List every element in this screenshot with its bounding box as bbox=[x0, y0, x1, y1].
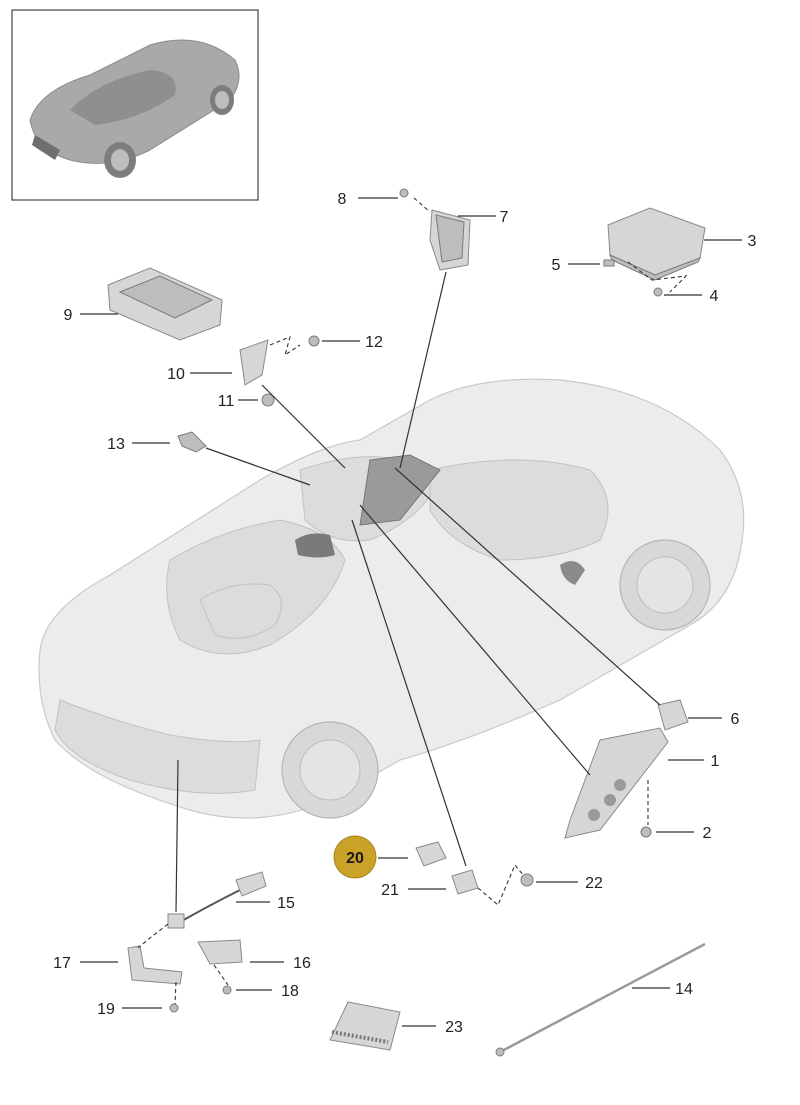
part-18-screw bbox=[222, 985, 232, 995]
callout-label[interactable]: 4 bbox=[710, 288, 719, 305]
highlight-number: 20 bbox=[346, 850, 364, 867]
callout-label[interactable]: 8 bbox=[338, 191, 347, 208]
callout-label[interactable]: 19 bbox=[97, 1001, 115, 1018]
callout-label[interactable]: 5 bbox=[552, 257, 561, 274]
callout-label[interactable]: 22 bbox=[585, 875, 603, 892]
part-9-control-unit bbox=[107, 267, 223, 341]
callout-label[interactable]: 21 bbox=[381, 882, 399, 899]
part-15-cable bbox=[167, 871, 267, 929]
part-21-holder bbox=[451, 869, 479, 895]
part-7-bracket-unit bbox=[429, 209, 471, 271]
callout-label[interactable]: 12 bbox=[365, 334, 383, 351]
overview-inset bbox=[11, 9, 259, 201]
part-3-control-module bbox=[607, 207, 706, 281]
callout-label[interactable]: 18 bbox=[281, 983, 299, 1000]
callout-labels: 8 7 3 5 4 9 10 11 12 13 6 1 2 22 21 15 1… bbox=[53, 191, 756, 1036]
callout-label[interactable]: 3 bbox=[748, 233, 757, 250]
part-6-cover bbox=[657, 699, 689, 731]
part-20-receiver bbox=[415, 841, 447, 867]
callout-label[interactable]: 7 bbox=[500, 209, 509, 226]
overview-car-thumbnail bbox=[29, 39, 240, 178]
part-2-screw bbox=[640, 826, 652, 838]
part-11-nut bbox=[261, 393, 275, 407]
callout-label[interactable]: 13 bbox=[107, 436, 125, 453]
part-23-memory-card bbox=[329, 1001, 401, 1051]
part-22-screw bbox=[520, 873, 534, 887]
callout-label[interactable]: 2 bbox=[703, 825, 712, 842]
part-10-holder bbox=[239, 339, 269, 386]
part-13-connector bbox=[177, 431, 207, 453]
callout-label[interactable]: 14 bbox=[675, 981, 693, 998]
callout-label[interactable]: 15 bbox=[277, 895, 295, 912]
callout-label[interactable]: 23 bbox=[445, 1019, 463, 1036]
part-17-bracket bbox=[127, 945, 183, 985]
leader-lines bbox=[80, 197, 742, 1027]
callout-label[interactable]: 6 bbox=[731, 711, 740, 728]
main-car-illustration bbox=[38, 378, 745, 819]
part-1-switch-panel bbox=[564, 727, 669, 839]
part-12-screw bbox=[308, 335, 320, 347]
callout-label[interactable]: 1 bbox=[711, 753, 720, 770]
assembly-dashed-lines bbox=[137, 197, 688, 1005]
callout-label[interactable]: 11 bbox=[218, 393, 235, 410]
part-5-clip bbox=[603, 259, 615, 267]
callout-label[interactable]: 17 bbox=[53, 955, 71, 972]
callout-label[interactable]: 9 bbox=[64, 307, 73, 324]
callout-label[interactable]: 10 bbox=[167, 366, 185, 383]
part-14-rod bbox=[495, 942, 706, 1057]
part-16-bracket bbox=[197, 939, 243, 965]
part-4-screw bbox=[653, 287, 663, 297]
part-8-screw bbox=[399, 188, 409, 198]
part-19-screw bbox=[169, 1003, 179, 1013]
highlighted-item-badge[interactable]: 20 bbox=[333, 835, 377, 879]
callout-label[interactable]: 16 bbox=[293, 955, 311, 972]
